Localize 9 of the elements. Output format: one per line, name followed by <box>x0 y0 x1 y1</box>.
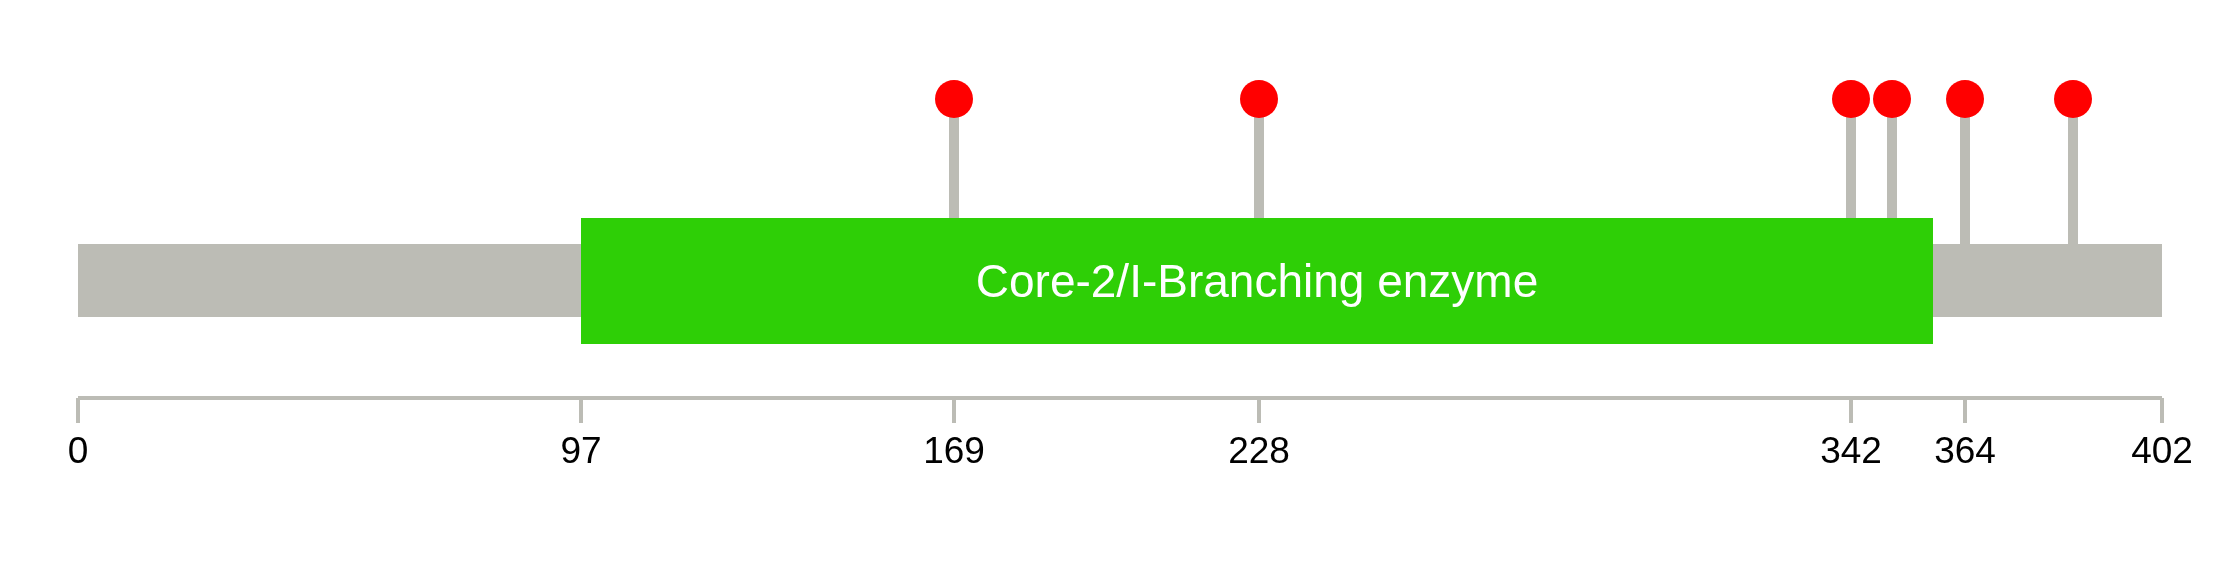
domain-box <box>581 218 1933 344</box>
domain-label: Core-2/I-Branching enzyme <box>975 254 1539 308</box>
tick-label: 97 <box>560 432 602 469</box>
tick-label: 0 <box>67 432 89 469</box>
tick-label: 228 <box>1228 432 1290 469</box>
tick-label: 342 <box>1820 432 1882 469</box>
tick-label: 364 <box>1934 432 1996 469</box>
tick-label: 402 <box>2131 432 2193 469</box>
tick-label: 169 <box>923 432 985 469</box>
